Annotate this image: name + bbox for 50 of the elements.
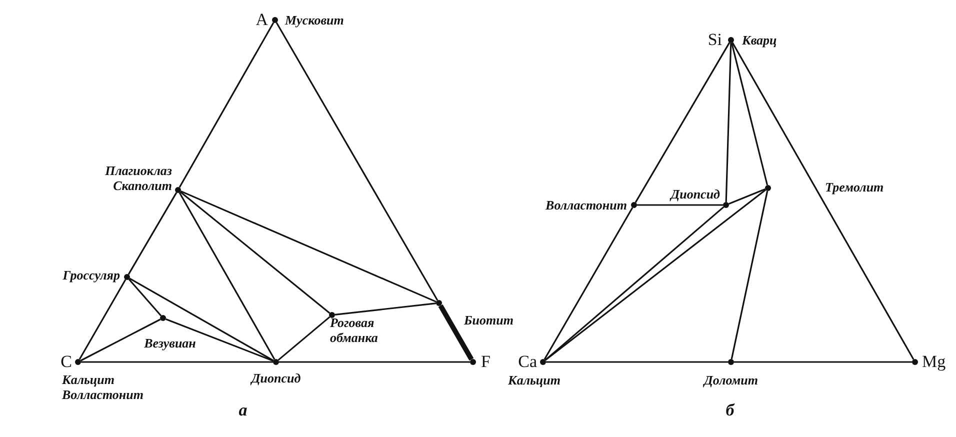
- tie-line: [78, 279, 126, 360]
- vertex-label: F: [481, 353, 490, 371]
- mineral-label: Мусковит: [285, 12, 344, 28]
- mineral-label: Биотит: [464, 312, 514, 328]
- tie-line: [730, 190, 768, 360]
- tie-line: [180, 190, 437, 303]
- tie-line: [544, 206, 724, 361]
- vertex-label: Mg: [922, 353, 946, 371]
- tie-line: [178, 192, 276, 360]
- mineral-label: Кварц: [742, 32, 777, 48]
- tie-line: [544, 207, 634, 360]
- tie-line: [732, 42, 914, 360]
- vertex-label: Si: [708, 31, 722, 49]
- vertex-label: Ca: [518, 353, 537, 371]
- mineral-label: Кальцит Волластонит: [62, 372, 144, 402]
- tie-line: [334, 302, 436, 316]
- tie-line: [128, 278, 162, 316]
- mineral-label: Роговая обманка: [330, 315, 379, 345]
- tie-line: [546, 361, 728, 363]
- tie-line: [276, 22, 438, 301]
- tie-line: [544, 189, 766, 361]
- tie-line: [634, 42, 730, 203]
- tie-line: [80, 318, 161, 362]
- tie-line: [279, 361, 470, 363]
- tie-line: [166, 318, 274, 362]
- panel-label: а: [238, 402, 248, 418]
- mineral-label: Доломит: [704, 372, 758, 388]
- tie-line: [725, 42, 732, 202]
- tie-line: [278, 316, 330, 361]
- mineral-label: Кальцит: [508, 372, 561, 388]
- tie-line: [438, 304, 474, 361]
- vertex-label: C: [60, 353, 72, 371]
- tie-line: [178, 22, 274, 188]
- mineral-label: Везувиан: [144, 336, 196, 350]
- tie-line: [128, 192, 178, 275]
- mineral-label: Диопсид: [251, 370, 301, 386]
- tie-line: [728, 188, 766, 205]
- tie-line: [730, 42, 768, 186]
- tie-line: [81, 361, 273, 363]
- mineral-label: Волластонит: [546, 198, 627, 212]
- mineral-label: Диопсид: [670, 186, 720, 202]
- tie-line: [637, 204, 723, 206]
- tie-line: [129, 278, 274, 362]
- tie-line: [180, 191, 330, 314]
- mineral-label: Гроссуляр: [62, 268, 120, 282]
- vertex-label: A: [256, 11, 268, 29]
- panel-label: б: [726, 402, 734, 418]
- mineral-label: Плагиоклаз Скаполит: [104, 163, 172, 193]
- mineral-label: Тремолит: [825, 180, 884, 194]
- tie-line: [734, 361, 912, 363]
